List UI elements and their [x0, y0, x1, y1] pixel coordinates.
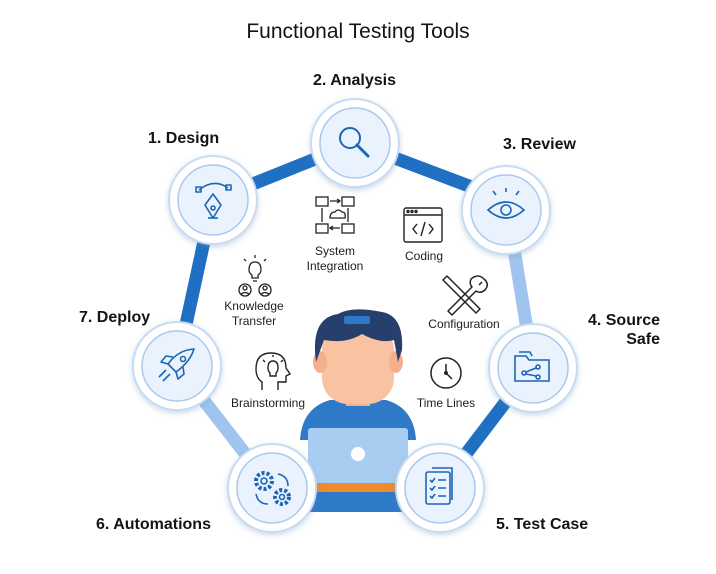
eye-icon [486, 188, 526, 219]
head-lightbulb-icon [255, 352, 292, 390]
step-label-deploy: 7. Deploy [79, 309, 151, 326]
person-ear-left [313, 351, 327, 373]
step-node-deploy [132, 321, 222, 411]
center-label-knowledge-transfer-line-1: Knowledge [224, 299, 284, 313]
knowledge-transfer-icon [238, 255, 272, 297]
checklist-icon [425, 467, 453, 505]
person-ear-right [389, 351, 403, 373]
center-label-knowledge-transfer-line-2: Transfer [231, 314, 277, 328]
center-label-configuration: Configuration [428, 317, 500, 331]
laptop-base [308, 492, 408, 512]
step-node-source-safe [488, 323, 578, 413]
magnifier-icon [339, 127, 370, 158]
step-node-automations [227, 443, 317, 533]
code-window-icon [403, 207, 443, 243]
person-hair-accent [344, 316, 370, 324]
center-label-time-lines: Time Lines [416, 396, 476, 410]
center-label-coding: Coding [404, 249, 444, 263]
step-label-test-case: 5. Test Case [496, 516, 589, 533]
person-hair [314, 309, 403, 362]
rocket-icon [158, 348, 195, 382]
clock-icon [430, 357, 462, 389]
center-label-brainstorming: Brainstorming [230, 396, 306, 410]
page-title: Functional Testing Tools [246, 20, 470, 43]
tools-icon [442, 275, 488, 316]
laptop-band [308, 483, 408, 492]
laptop-logo [351, 447, 365, 461]
step-label-automations: 6. Automations [96, 516, 211, 533]
step-label-design: 1. Design [148, 130, 220, 147]
folder-network-icon [514, 351, 550, 382]
center-label-knowledge-transfer: Knowledge Transfer [212, 299, 296, 329]
center-label-system-integration-line-1: System [314, 244, 355, 258]
network-computers-icon [315, 196, 355, 234]
person-face [322, 324, 394, 404]
step-label-source-safe-line-1: 4. Source [587, 312, 660, 329]
gears-icon [254, 471, 291, 506]
step-label-review: 3. Review [503, 136, 576, 153]
step-label-source-safe: 4. Source Safe [584, 311, 660, 349]
center-label-system-integration-line-2: Integration [306, 259, 364, 273]
step-node-analysis [310, 98, 400, 188]
step-label-source-safe-line-2: Safe [626, 331, 660, 348]
center-label-system-integration: System Integration [295, 244, 375, 274]
step-node-test-case [395, 443, 485, 533]
pen-tool-icon [195, 182, 232, 219]
step-node-design [168, 155, 258, 245]
step-node-review [461, 165, 551, 255]
step-label-analysis: 2. Analysis [313, 72, 397, 89]
person-illustration [300, 309, 416, 512]
